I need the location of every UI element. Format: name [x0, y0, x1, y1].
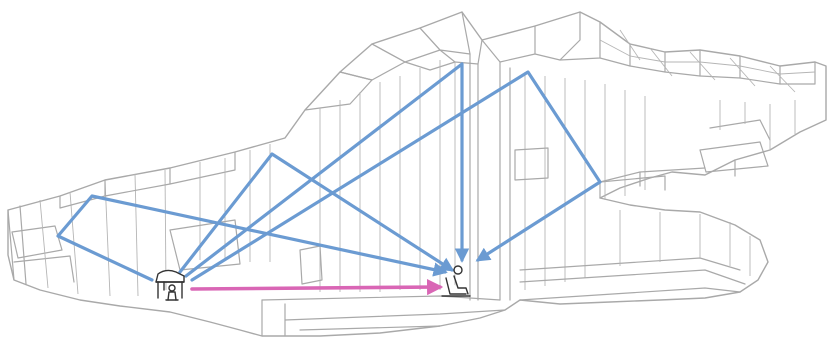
- direct-path-layer: [192, 287, 440, 289]
- direct-sound-path: [192, 287, 440, 289]
